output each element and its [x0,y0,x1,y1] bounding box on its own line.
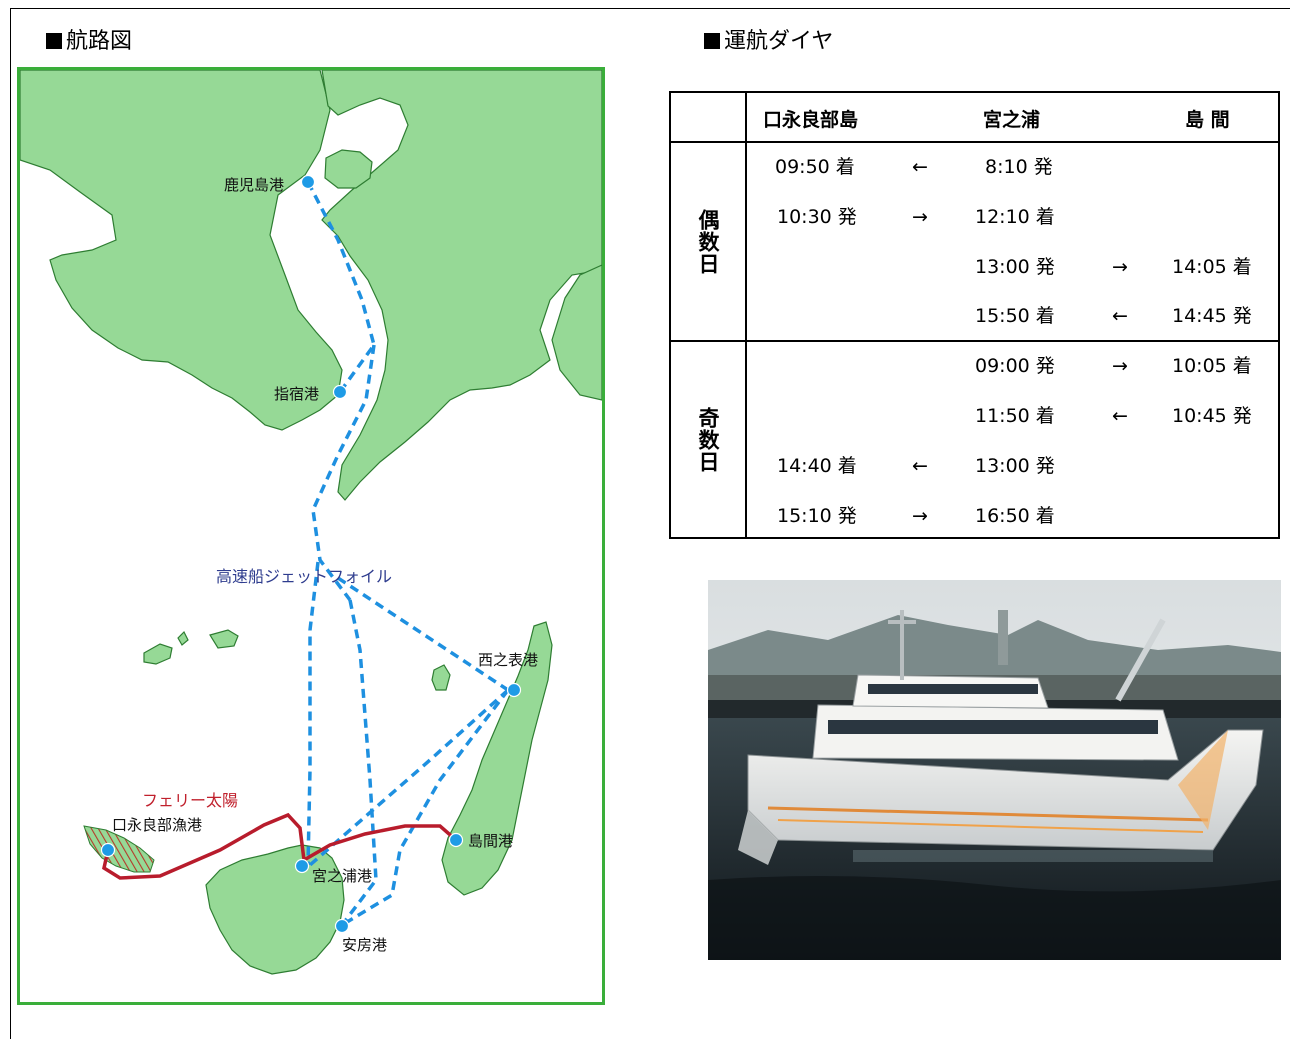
port-marker-kagoshima [300,174,316,190]
direction-arrow: ← [1112,305,1128,327]
jetfoil-route-main-trunk [311,344,376,602]
group-label-even-days: 偶数日 [696,208,720,275]
land-islet-2 [177,630,189,646]
direction-arrow: ← [1112,405,1128,427]
frame-left-rule [10,8,11,1039]
land-mageshima [431,664,451,691]
frame-top-rule [10,8,1290,9]
port-label-kagoshima: 鹿児島港 [224,176,285,194]
port-marker-anbo [334,918,350,934]
port-label-miyanoura: 宮之浦港 [312,867,373,885]
time-cell: 16:50 着 [975,505,1055,527]
timetable: 口永良部島 宮之浦 島 間 偶数日 奇数日 09:50 着 ← 8:10 発 1… [669,91,1280,539]
time-cell: 15:50 着 [975,305,1055,327]
ferry-photo-svg [708,580,1281,960]
jetfoil-route-branch-anbo [340,599,378,927]
time-cell: 11:50 着 [975,405,1055,427]
time-cell: 09:00 発 [975,355,1055,377]
ferry-photo [708,580,1281,960]
timetable-group-rule [745,340,1278,342]
ferry-route-label: フェリー太陽 [142,791,239,810]
time-cell: 14:05 着 [1172,256,1252,278]
port-marker-kuchinoerabu [100,842,116,858]
port-label-anbo: 安房港 [342,936,388,954]
jetfoil-route-kagoshima-ibusuki [306,181,376,394]
route-map-svg [20,70,602,975]
direction-arrow: → [1112,256,1128,278]
land-east-bulge [551,264,602,401]
jetfoil-route-label: 高速船ジェットフォイル [216,567,393,586]
jetfoil-route-left-trunk [306,561,320,866]
direction-arrow: ← [912,455,928,477]
time-cell: 15:10 発 [777,505,857,527]
time-cell: 13:00 発 [975,455,1055,477]
timetable-vertical-rule [745,93,747,537]
direction-arrow: → [1112,355,1128,377]
time-cell: 13:00 発 [975,256,1055,278]
route-map: 鹿児島港 指宿港 高速船ジェットフォイル 西之表港 フェリー太陽 口永良部漁港 … [17,67,605,1005]
group-label-odd-days: 奇数日 [696,406,720,473]
land-sakurajima [324,149,373,189]
col-header-shima: 島 間 [1185,109,1230,131]
timetable-heading: 運航ダイヤ [704,28,833,56]
direction-arrow: → [912,206,928,228]
route-map-heading: 航路図 [46,28,132,56]
port-marker-ibusuki [332,384,348,400]
square-bullet-icon [704,33,720,49]
land-islet-1 [143,643,173,665]
direction-arrow: → [912,505,928,527]
land-satsuma [20,70,343,431]
time-cell: 10:30 発 [777,206,857,228]
col-header-kuchinoerabu: 口永良部島 [763,109,859,131]
port-label-ibusuki: 指宿港 [274,385,320,403]
time-cell: 14:45 発 [1172,305,1252,327]
direction-arrow: ← [912,156,928,178]
port-label-shima: 島間港 [468,832,514,850]
jetfoil-route-nishinoomote-anbo [341,688,510,927]
land-yakushima [205,844,345,975]
time-cell: 8:10 発 [985,156,1053,178]
land-tanegashima [441,621,553,896]
land-osumi [321,70,602,501]
time-cell: 10:05 着 [1172,355,1252,377]
port-label-kuchinoerabu: 口永良部漁港 [112,816,203,834]
timetable-group-rule-left [671,340,747,342]
port-marker-nishinoomote [506,682,522,698]
ferry-route [102,812,458,880]
timetable-header-row: 口永良部島 宮之浦 島 間 [671,93,1278,143]
time-cell: 12:10 着 [975,206,1055,228]
land-islet-3 [209,629,239,649]
port-label-nishinoomote: 西之表港 [478,651,539,669]
time-cell: 14:40 着 [777,455,857,477]
square-bullet-icon [46,33,62,49]
jetfoil-route-nishinoomote-miyanoura [308,688,510,867]
col-header-miyanoura: 宮之浦 [983,109,1041,131]
port-marker-miyanoura [294,858,310,874]
jetfoil-route-tanegashima [337,576,509,692]
land-kuchinoerabu [83,825,155,873]
time-cell: 10:45 発 [1172,405,1252,427]
time-cell: 09:50 着 [775,156,855,178]
port-marker-shima [448,832,464,848]
